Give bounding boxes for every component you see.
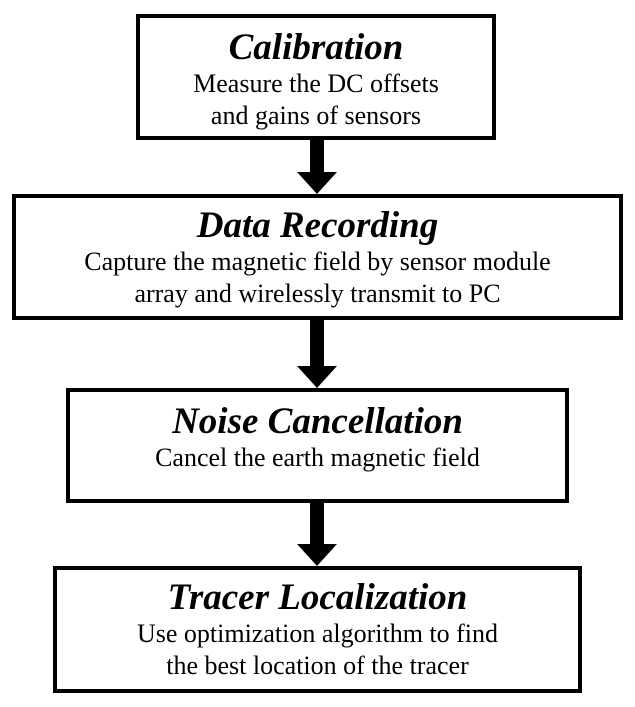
step-box-tracer-localization: Tracer Localization Use optimization alg… [53, 566, 582, 693]
step-box-calibration: Calibration Measure the DC offsets and g… [136, 14, 496, 140]
step-description-line: and gains of sensors [210, 101, 422, 130]
step-description-line: Measure the DC offsets [193, 69, 439, 98]
step-description-line: array and wirelessly transmit to PC [134, 279, 501, 308]
step-box-noise-cancellation: Noise Cancellation Cancel the earth magn… [66, 388, 569, 503]
step-title: Noise Cancellation [172, 401, 463, 442]
step-description-line: the best location of the tracer [166, 651, 469, 680]
step-title: Data Recording [196, 205, 439, 246]
down-arrow-icon [297, 320, 337, 388]
step-description-line: Cancel the earth magnetic field [155, 443, 480, 472]
step-title: Tracer Localization [167, 577, 468, 618]
step-description-line: Capture the magnetic field by sensor mod… [84, 247, 551, 276]
step-description-line: Use optimization algorithm to find [136, 619, 499, 648]
step-box-data-recording: Data Recording Capture the magnetic fiel… [12, 194, 623, 320]
step-title: Calibration [228, 27, 404, 68]
down-arrow-icon [297, 503, 337, 566]
down-arrow-icon [297, 140, 337, 194]
